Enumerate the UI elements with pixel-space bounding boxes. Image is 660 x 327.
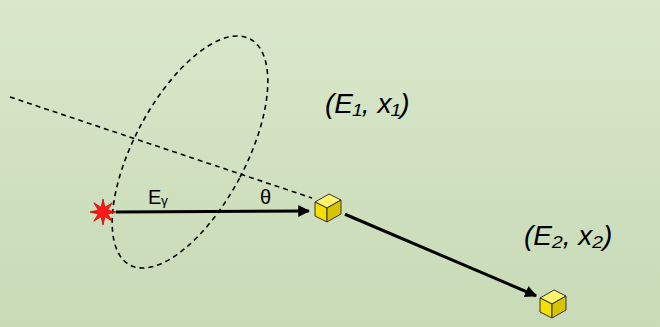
cone-axis [10, 97, 312, 198]
energy-label: Eᵧ [146, 186, 170, 208]
compton-cone [80, 13, 299, 292]
detector-cube [311, 190, 345, 224]
angle-label: θ [258, 186, 273, 208]
detector-cube [536, 286, 570, 320]
detector-reading: (E₂, x₂) [524, 220, 612, 252]
gamma-source [90, 199, 116, 225]
detector-reading: (E₁, x₁) [325, 88, 410, 120]
detector: (E₂, x₂) [536, 286, 570, 320]
detector: (E₁, x₁) [311, 190, 345, 224]
gamma-ray [116, 211, 309, 212]
scatter-path [345, 214, 536, 295]
